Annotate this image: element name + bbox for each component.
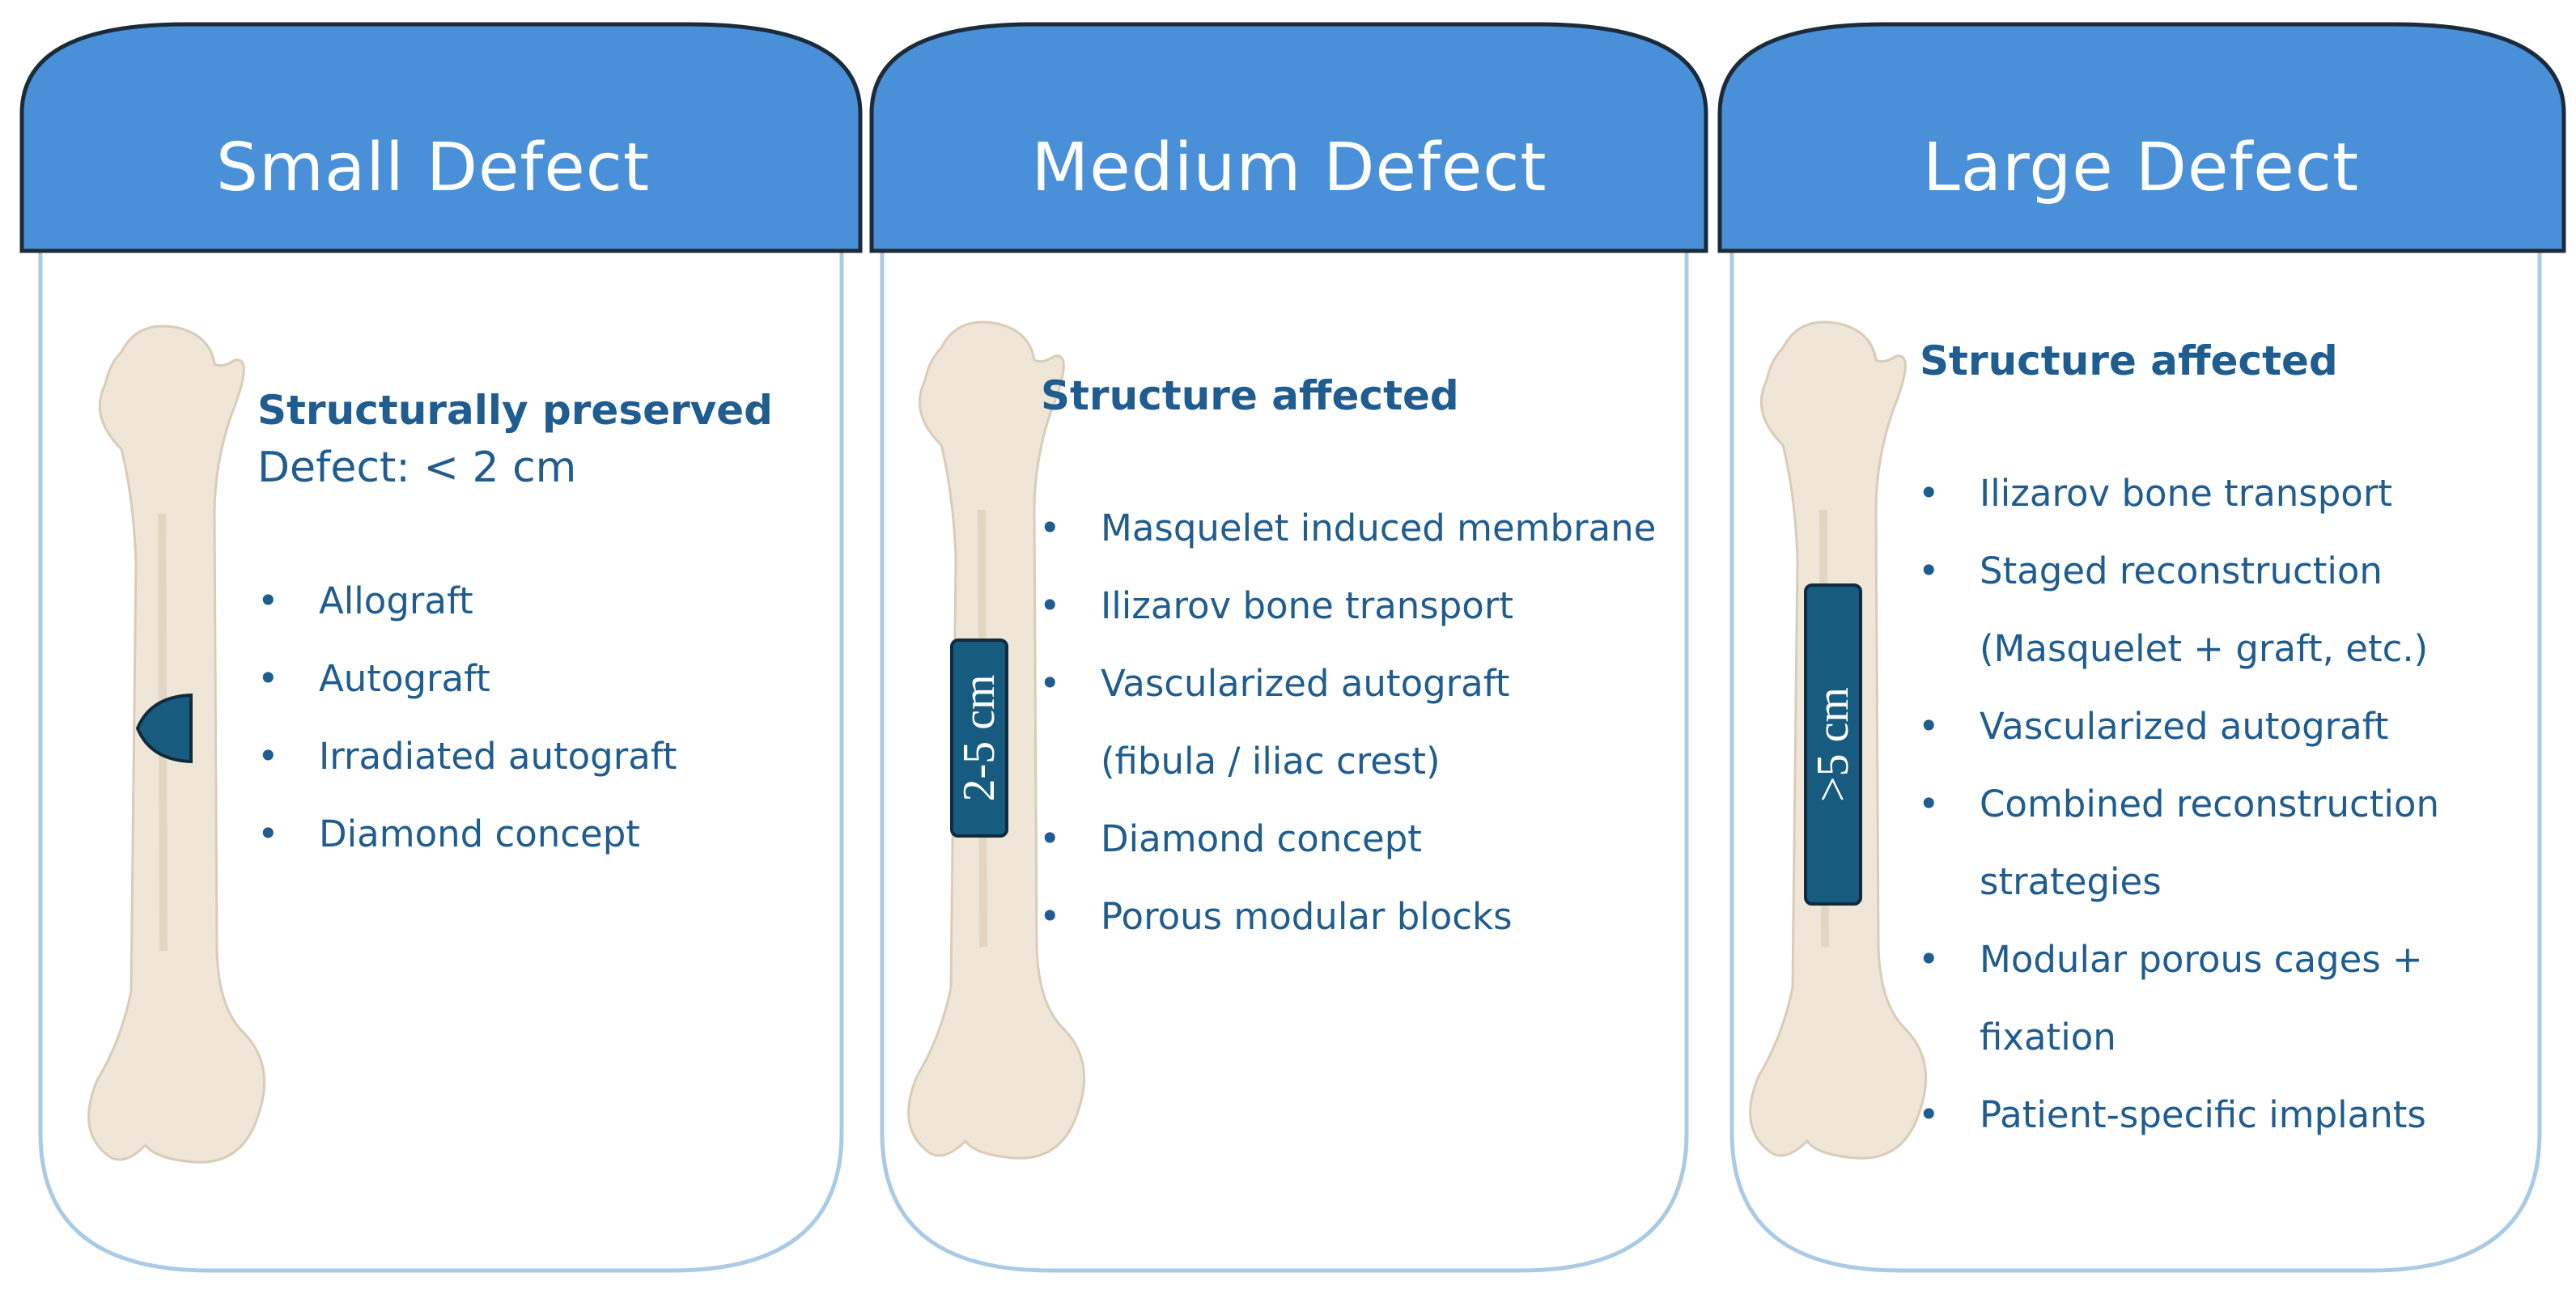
list-item: •Diamond concept (1039, 817, 1422, 860)
panel-title: Small Defect (216, 129, 650, 206)
list-item: •Ilizarov bone transport (1918, 472, 2392, 515)
panel-heading: Structure affected (1920, 337, 2338, 384)
list-item: •Irradiated autograft (257, 735, 677, 778)
defect-marker-icon (1804, 583, 1862, 906)
panel-small-defect: Small Defect Structurally preserved Defe… (0, 0, 866, 1294)
list-item: •Porous modular blocks (1039, 895, 1513, 938)
treatment-list: •Allograft •Autograft •Irradiated autogr… (257, 562, 677, 873)
treatment-list: •Masquelet induced membrane •Ilizarov bo… (1039, 490, 1656, 956)
list-item: •Vascularized autograft(fibula / iliac c… (1039, 662, 1510, 783)
panel-large-defect: Large Defect >5 cm Structure affected •I… (1706, 0, 2576, 1294)
list-item: •Autograft (257, 657, 490, 700)
list-item: •Masquelet induced membrane (1039, 507, 1657, 549)
list-item: •Vascularized autograft (1918, 705, 2389, 748)
defect-size-label: >5 cm (1808, 687, 1858, 802)
list-item: •Modular porous cages +fixation (1918, 938, 2423, 1059)
panel-header-shape (869, 22, 1708, 253)
panel-title: Large Defect (1923, 129, 2359, 206)
panel-frame (869, 22, 1708, 1273)
list-item: •Ilizarov bone transport (1039, 584, 1513, 627)
panel-body-outline (880, 243, 1689, 1273)
defect-marker-icon (950, 639, 1008, 838)
panel-medium-defect: Medium Defect 2-5 cm Structure affected … (856, 0, 1722, 1294)
panel-heading: Structurally preserved (257, 387, 773, 434)
panel-header-shape (1717, 22, 2566, 253)
list-item: •Staged reconstruction(Masquelet + graft… (1918, 549, 2429, 670)
panel-subheading: Defect: < 2 cm (257, 443, 577, 492)
defect-size-label: 2-5 cm (954, 674, 1004, 802)
panel-body-outline (38, 243, 844, 1273)
panel-frame (1717, 22, 2566, 1273)
defect-marker-icon (135, 693, 193, 764)
panel-body-outline (1729, 243, 2542, 1273)
list-item: •Diamond concept (257, 812, 640, 855)
panel-frame (19, 22, 863, 1273)
treatment-list: •Ilizarov bone transport •Staged reconst… (1918, 455, 2439, 1154)
list-item: •Patient-specific implants (1918, 1093, 2426, 1136)
list-item: •Allograft (257, 579, 473, 622)
panel-heading: Structure affected (1041, 372, 1459, 419)
panel-header-shape (19, 22, 863, 253)
panel-title: Medium Defect (1031, 129, 1547, 206)
